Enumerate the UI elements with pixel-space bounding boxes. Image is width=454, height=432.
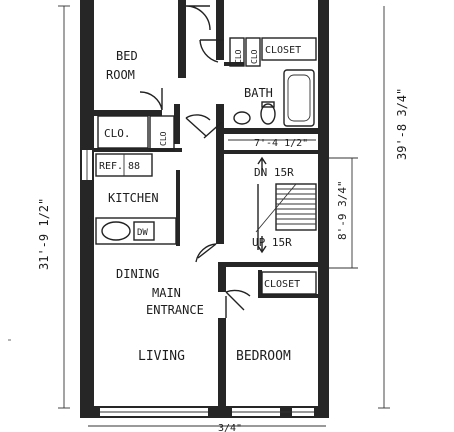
room-labels: BED ROOM CLOSET CLO CLO BATH CLO. CLO RE… [99, 45, 301, 364]
bed-room-door [139, 88, 163, 111]
toilet-tank [261, 101, 275, 108]
kitchen-counter [95, 217, 177, 245]
dw-label: DW [137, 228, 148, 238]
doors [139, 5, 251, 318]
kitchen-north-wall [92, 148, 182, 152]
sink [233, 111, 251, 125]
clo-small-1-label: CLO [234, 49, 243, 64]
bed-room-south-wall [92, 110, 162, 116]
kitchen-east-wall [176, 170, 180, 246]
toilet-bowl [260, 103, 276, 125]
right-exterior-wall [318, 0, 329, 418]
stair-south-wall [224, 262, 318, 267]
stairs [255, 156, 317, 254]
ref-number: 88 [128, 161, 140, 172]
right-height-label: 39'-8 3/4" [395, 88, 409, 160]
dimension-labels: 31'-9 1/2" 39'-8 3/4" 8'-9 3/4" 7'-4 1/2… [37, 88, 409, 432]
clo-kitchen-box [149, 115, 175, 151]
clo-kitchen-label: CLO [159, 131, 168, 146]
bath-door-leaf [203, 121, 223, 139]
bottom-width-label: 3/4" [218, 423, 242, 432]
bed-room-label-2: ROOM [106, 68, 135, 82]
bath-north-wall [224, 62, 244, 66]
main-entrance-label-2: ENTRANCE [146, 303, 204, 317]
entrance-wall [218, 262, 226, 292]
stair-break [255, 183, 297, 233]
kitchen-fixtures [95, 153, 177, 245]
stair-height-label: 8'-9 3/4" [336, 180, 349, 240]
kitchen-sink [101, 221, 131, 241]
bath-width-label: 7'-4 1/2" [254, 138, 308, 149]
closet-mid-label: CLOSET [264, 279, 300, 290]
stair-up-arrow [257, 236, 267, 254]
exterior-walls [80, 0, 329, 418]
stair-down-label: DN 15R [254, 166, 294, 179]
closet-top-label: CLOSET [265, 45, 301, 56]
dimension-lines [8, 5, 390, 427]
clo-left-box [97, 115, 149, 149]
hall-west-wall-upper [216, 0, 224, 60]
closet-top-box [261, 37, 317, 61]
bed-room-label-1: BED [116, 49, 138, 63]
bedroom-label: BEDROOM [236, 349, 291, 364]
dining-label: DINING [116, 267, 159, 281]
hall-west-wall [216, 104, 224, 244]
bed-room-east-wall [178, 0, 186, 78]
dining-door [195, 243, 217, 263]
bathtub [283, 69, 315, 127]
bath-label: BATH [244, 86, 273, 100]
kitchen-label: KITCHEN [108, 191, 159, 205]
main-entrance-label-1: MAIN [152, 286, 181, 300]
bath-closets [97, 37, 317, 295]
stair-north-wall [224, 150, 318, 154]
closet-east-wall [174, 104, 180, 144]
dishwasher [133, 221, 155, 241]
closet-door [185, 114, 211, 137]
bathtub-basin [287, 74, 311, 122]
stair-run [275, 183, 317, 231]
closet-mid-south-wall [258, 294, 318, 298]
clo-small-2-label: CLO [250, 49, 259, 64]
interior-walls [92, 0, 318, 408]
closet-mid-box [261, 271, 317, 295]
clo-small-1-box [229, 37, 245, 67]
left-height-label: 31'-9 1/2" [37, 198, 51, 270]
bath-south-wall [224, 128, 318, 134]
living-label: LIVING [138, 349, 185, 364]
left-exterior-wall [80, 0, 94, 418]
ref-label: REF. [99, 161, 123, 172]
bed-room-door-top [185, 5, 211, 31]
entrance-door [225, 289, 251, 311]
clo-small-2-box [245, 37, 261, 67]
bath-fixtures [233, 69, 315, 127]
closet-mid-west-wall [258, 270, 262, 296]
hall-door [199, 39, 224, 63]
stair-up-label: UP 15R [252, 236, 292, 249]
clo-left-label: CLO. [104, 127, 131, 140]
living-bedroom-wall [218, 318, 226, 408]
stair-down-arrow [257, 156, 267, 176]
